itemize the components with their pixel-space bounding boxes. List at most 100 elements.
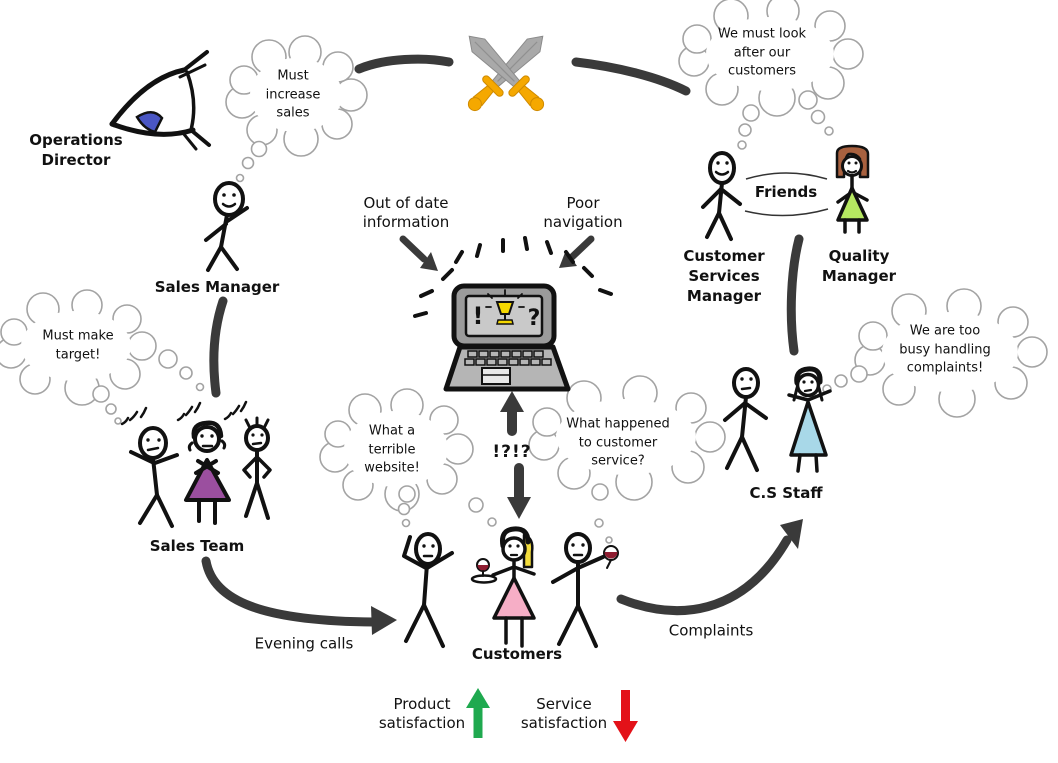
label-line: Customer: [683, 247, 765, 265]
eye-iris: [135, 111, 164, 134]
thought-line: terrible: [368, 441, 416, 457]
screen-question: ?: [528, 306, 541, 331]
flow-connectors: [201, 54, 804, 627]
wine-glass-icon: [603, 545, 619, 569]
laptop-radiance: [413, 236, 613, 318]
sales-manager-figure: [204, 181, 249, 272]
operations-director-label: Operations Director: [29, 130, 122, 170]
thought-cloud-look-after-customers: [678, 0, 864, 117]
thought-line: Must: [277, 68, 309, 84]
sales-manager-label: Sales Manager: [154, 278, 280, 296]
label-line: Manager: [821, 267, 897, 285]
out-of-date-arrow: [399, 235, 428, 263]
thought-trails: [92, 90, 868, 544]
friends-label: Friends: [754, 183, 818, 201]
thought-line: increase: [265, 86, 321, 102]
thought-cloud-must-increase-sales: [225, 35, 368, 157]
service-satisfaction-annotation: Service satisfaction: [521, 695, 607, 733]
quality-manager-figure: [835, 144, 870, 234]
thought-line: What happened: [566, 416, 670, 432]
thought-too-busy: We are too busy handling complaints!: [899, 322, 991, 378]
sales-team-member-1: [129, 426, 179, 528]
annotation-line: Out of date: [363, 194, 449, 212]
red-down-arrow-icon: [613, 690, 638, 742]
sales-manager-to-team-line: [209, 296, 228, 398]
thought-line: We are too: [909, 323, 981, 339]
worry-marks: [120, 400, 248, 426]
thought-line: service?: [591, 453, 645, 469]
thought-must-make-target: Must make target!: [42, 328, 113, 365]
thought-look-after-customers: We must look after our customers: [718, 25, 806, 81]
laptop-keys: [464, 350, 552, 366]
sales-team-label: Sales Team: [149, 537, 245, 555]
customer-1: [402, 532, 454, 648]
cs-staff-member-2: [787, 366, 832, 473]
green-up-arrow-icon: [466, 688, 490, 738]
label-line: Director: [41, 151, 111, 169]
thought-line: What a: [368, 423, 416, 439]
purple-dress: [184, 458, 231, 502]
managers-to-staff-line: [786, 234, 804, 356]
thought-cloud-customer-service-gone: [528, 375, 726, 501]
annotation-line: Poor: [566, 194, 600, 212]
sales-team-member-3: [242, 416, 272, 520]
label-line: Operations: [29, 131, 123, 149]
annotation-line: Product: [393, 695, 451, 713]
poor-navigation-annotation: Poor navigation: [543, 194, 622, 232]
annotation-line: navigation: [543, 213, 623, 231]
thought-cloud-too-busy: [854, 288, 1048, 418]
cs-staff-member-1: [723, 367, 768, 472]
thought-line: target!: [55, 347, 101, 362]
conflict-line-right: [571, 57, 691, 96]
thought-line: to customer: [578, 434, 658, 450]
laptop-icon: ! ?: [413, 236, 613, 392]
thought-must-increase-sales: Must increase sales: [266, 67, 321, 123]
interrobang-annotation: !?!?: [492, 442, 532, 462]
thought-line: busy handling: [899, 341, 991, 357]
green-dress: [836, 186, 869, 222]
customer-3: [551, 532, 619, 648]
wine-glass-icon: [476, 558, 490, 577]
out-of-date-annotation: Out of date information: [363, 194, 450, 232]
operations-director-eye-icon: [109, 50, 211, 151]
poor-navigation-arrow: [568, 235, 595, 261]
cs-staff-label: C.S Staff: [749, 484, 823, 502]
product-satisfaction-annotation: Product satisfaction: [379, 695, 465, 733]
thought-line: after our: [733, 44, 791, 60]
cs-staff-figures: [723, 366, 832, 473]
thought-line: sales: [276, 105, 310, 121]
quality-manager-label: Quality Manager: [822, 246, 896, 286]
thought-line: website!: [364, 460, 420, 476]
thought-line: complaints!: [906, 360, 984, 376]
plate: [470, 574, 498, 584]
thought-line: customers: [728, 63, 796, 79]
thought-cloud-terrible-website: [319, 388, 474, 512]
complaints-arrow: [616, 535, 792, 616]
pink-dress: [492, 576, 536, 620]
complaints-annotation: Complaints: [668, 621, 754, 640]
thought-cloud-must-make-target: [0, 289, 157, 406]
screen-exclamation: !: [473, 302, 484, 330]
label-line: Quality: [828, 247, 890, 265]
goblet-icon: [485, 289, 525, 325]
annotation-line: information: [362, 213, 450, 231]
customers-figures: [402, 526, 619, 648]
friends-arcs: [744, 172, 829, 217]
annotation-line: Service: [536, 695, 592, 713]
customers-label: Customers: [471, 645, 563, 663]
evening-calls-arrow: [201, 556, 379, 627]
sales-team-figures: [120, 400, 272, 528]
annotation-line: satisfaction: [520, 714, 608, 732]
evening-calls-annotation: Evening calls: [254, 634, 354, 653]
crossed-swords-icon: [459, 26, 553, 119]
customer-2: [470, 526, 536, 648]
thought-terrible-website: What a terrible website!: [364, 422, 420, 478]
annotation-line: satisfaction: [378, 714, 466, 732]
blue-dress: [789, 400, 828, 457]
conflict-line-left: [354, 54, 454, 74]
thought-line: Must make: [42, 328, 114, 344]
thought-line: We must look: [717, 26, 807, 42]
label-line: Manager: [686, 287, 762, 305]
